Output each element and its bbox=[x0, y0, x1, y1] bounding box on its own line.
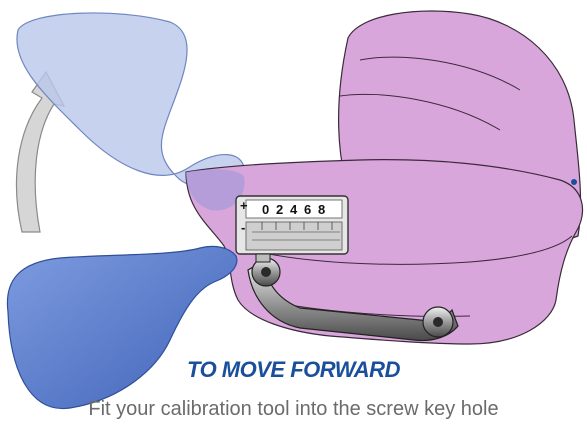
scale-digit: 2 bbox=[276, 202, 283, 217]
instruction-title: TO MOVE FORWARD bbox=[0, 357, 587, 383]
scale-digit: 0 bbox=[262, 202, 269, 217]
scale-digit: 8 bbox=[318, 202, 325, 217]
instruction-text: Fit your calibration tool into the screw… bbox=[0, 398, 587, 421]
scale-digit: 6 bbox=[304, 202, 311, 217]
scale-digit: 4 bbox=[290, 202, 298, 217]
tool-lowered-position bbox=[7, 246, 236, 408]
scale-plus-sign: + bbox=[240, 198, 248, 213]
screw-key-hole-icon bbox=[423, 307, 453, 337]
scale-minus-sign: - bbox=[241, 220, 245, 235]
